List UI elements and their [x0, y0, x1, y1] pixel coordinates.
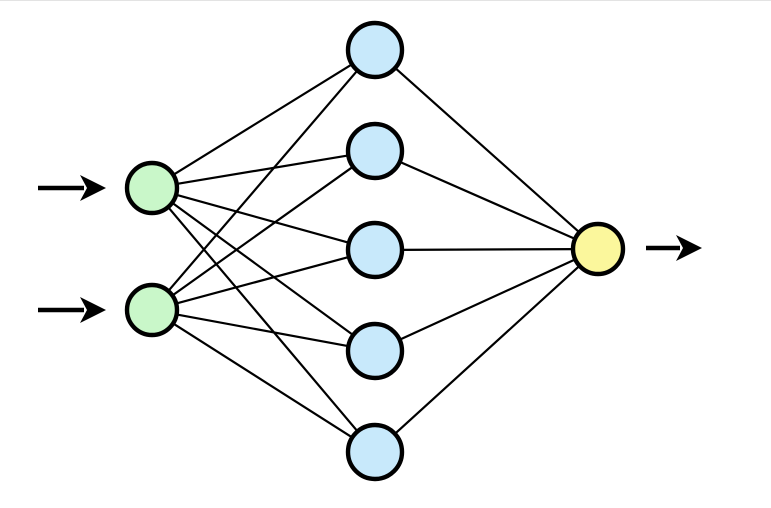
io-arrows-group	[38, 175, 702, 323]
edge-h1-o1	[391, 64, 583, 236]
input-arrow-bottom-head-icon	[80, 297, 106, 323]
nodes-group	[124, 20, 626, 482]
edge-i2-h1	[165, 67, 361, 295]
edge-h4-o1	[395, 257, 580, 343]
node-h3[interactable]	[345, 220, 405, 280]
edge-i2-h4	[172, 312, 353, 348]
edge-i1-h2	[172, 153, 353, 186]
node-h2[interactable]	[345, 121, 405, 181]
edge-h5-o1	[391, 262, 583, 437]
output-arrow-head-icon	[676, 235, 702, 261]
edge-i1-h3	[172, 192, 353, 245]
node-o1[interactable]	[570, 221, 626, 277]
edge-i1-h4	[168, 199, 357, 338]
edge-i1-h5	[165, 203, 361, 435]
edge-i2-h3	[172, 255, 353, 306]
node-h4[interactable]	[345, 321, 405, 381]
edge-h3-o1	[397, 247, 578, 251]
edge-i2-h2	[168, 163, 357, 299]
edge-h2-o1	[395, 159, 579, 242]
node-i2[interactable]	[124, 282, 180, 338]
top-divider	[0, 0, 771, 1]
edge-i2-h5	[169, 320, 356, 441]
edge-i1-h1	[169, 61, 356, 178]
edges-group	[165, 61, 583, 441]
node-h5[interactable]	[345, 422, 405, 482]
node-i1[interactable]	[124, 160, 180, 216]
node-h1[interactable]	[345, 20, 405, 80]
input-arrow-top-head-icon	[80, 175, 106, 201]
